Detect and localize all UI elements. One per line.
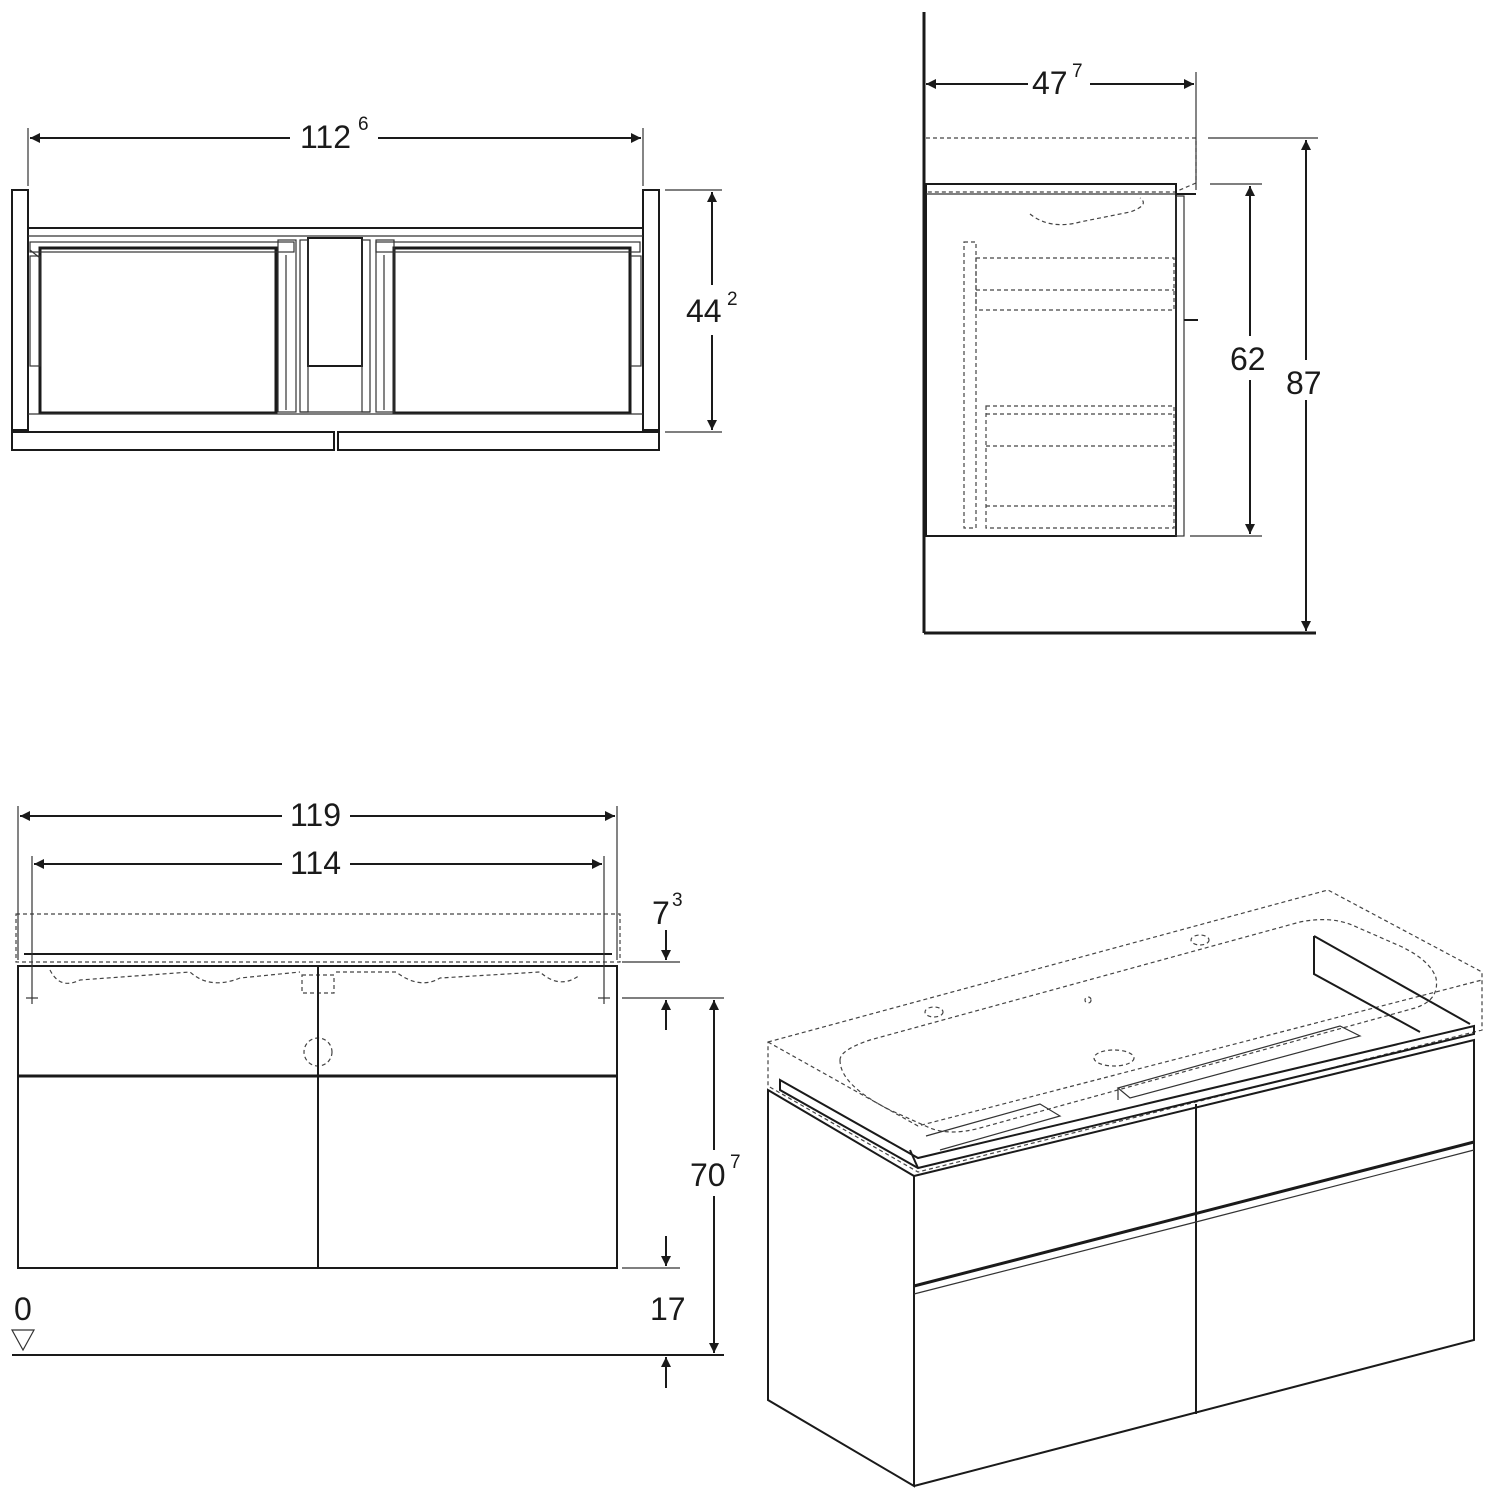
side-view: 47 7 62 87 [922,12,1322,635]
front-cabinet-width-value: 114 [290,845,341,881]
front-floor-clearance-value: 17 [650,1291,686,1327]
front-mount-height-value: 70 [690,1157,726,1193]
top-view: 112 6 44 2 [11,114,738,451]
front-basin-offset-sup: 3 [672,890,683,911]
side-depth-value: 47 [1032,65,1068,101]
mount-mark-left-icon [26,990,38,1004]
top-depth-sup: 2 [727,289,738,310]
front-basin-offset-value: 7 [652,895,670,931]
floor-level-label: 0 [14,1291,32,1327]
side-cabinet-height-value: 62 [1230,341,1266,377]
mount-mark-right-icon [598,990,610,1004]
front-mount-height-sup: 7 [730,1152,741,1173]
front-basin-width-value: 119 [290,797,341,833]
floor-level-icon [10,1329,36,1352]
side-total-height-value: 87 [1286,365,1322,401]
top-width-sup: 6 [358,114,369,135]
top-depth-value: 44 [686,293,722,329]
side-depth-sup: 7 [1072,61,1083,82]
top-width-value: 112 [300,119,351,155]
isometric-view [767,889,1483,1488]
front-view: 0 119 114 7 3 70 7 17 [10,797,741,1388]
